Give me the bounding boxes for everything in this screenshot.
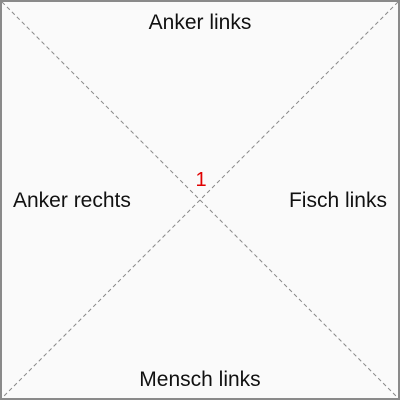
label-bottom: Mensch links <box>139 368 261 391</box>
center-number: 1 <box>195 169 207 191</box>
label-right: Fisch links <box>288 189 387 212</box>
label-left: Anker rechts <box>13 189 131 212</box>
label-top: Anker links <box>148 11 252 34</box>
